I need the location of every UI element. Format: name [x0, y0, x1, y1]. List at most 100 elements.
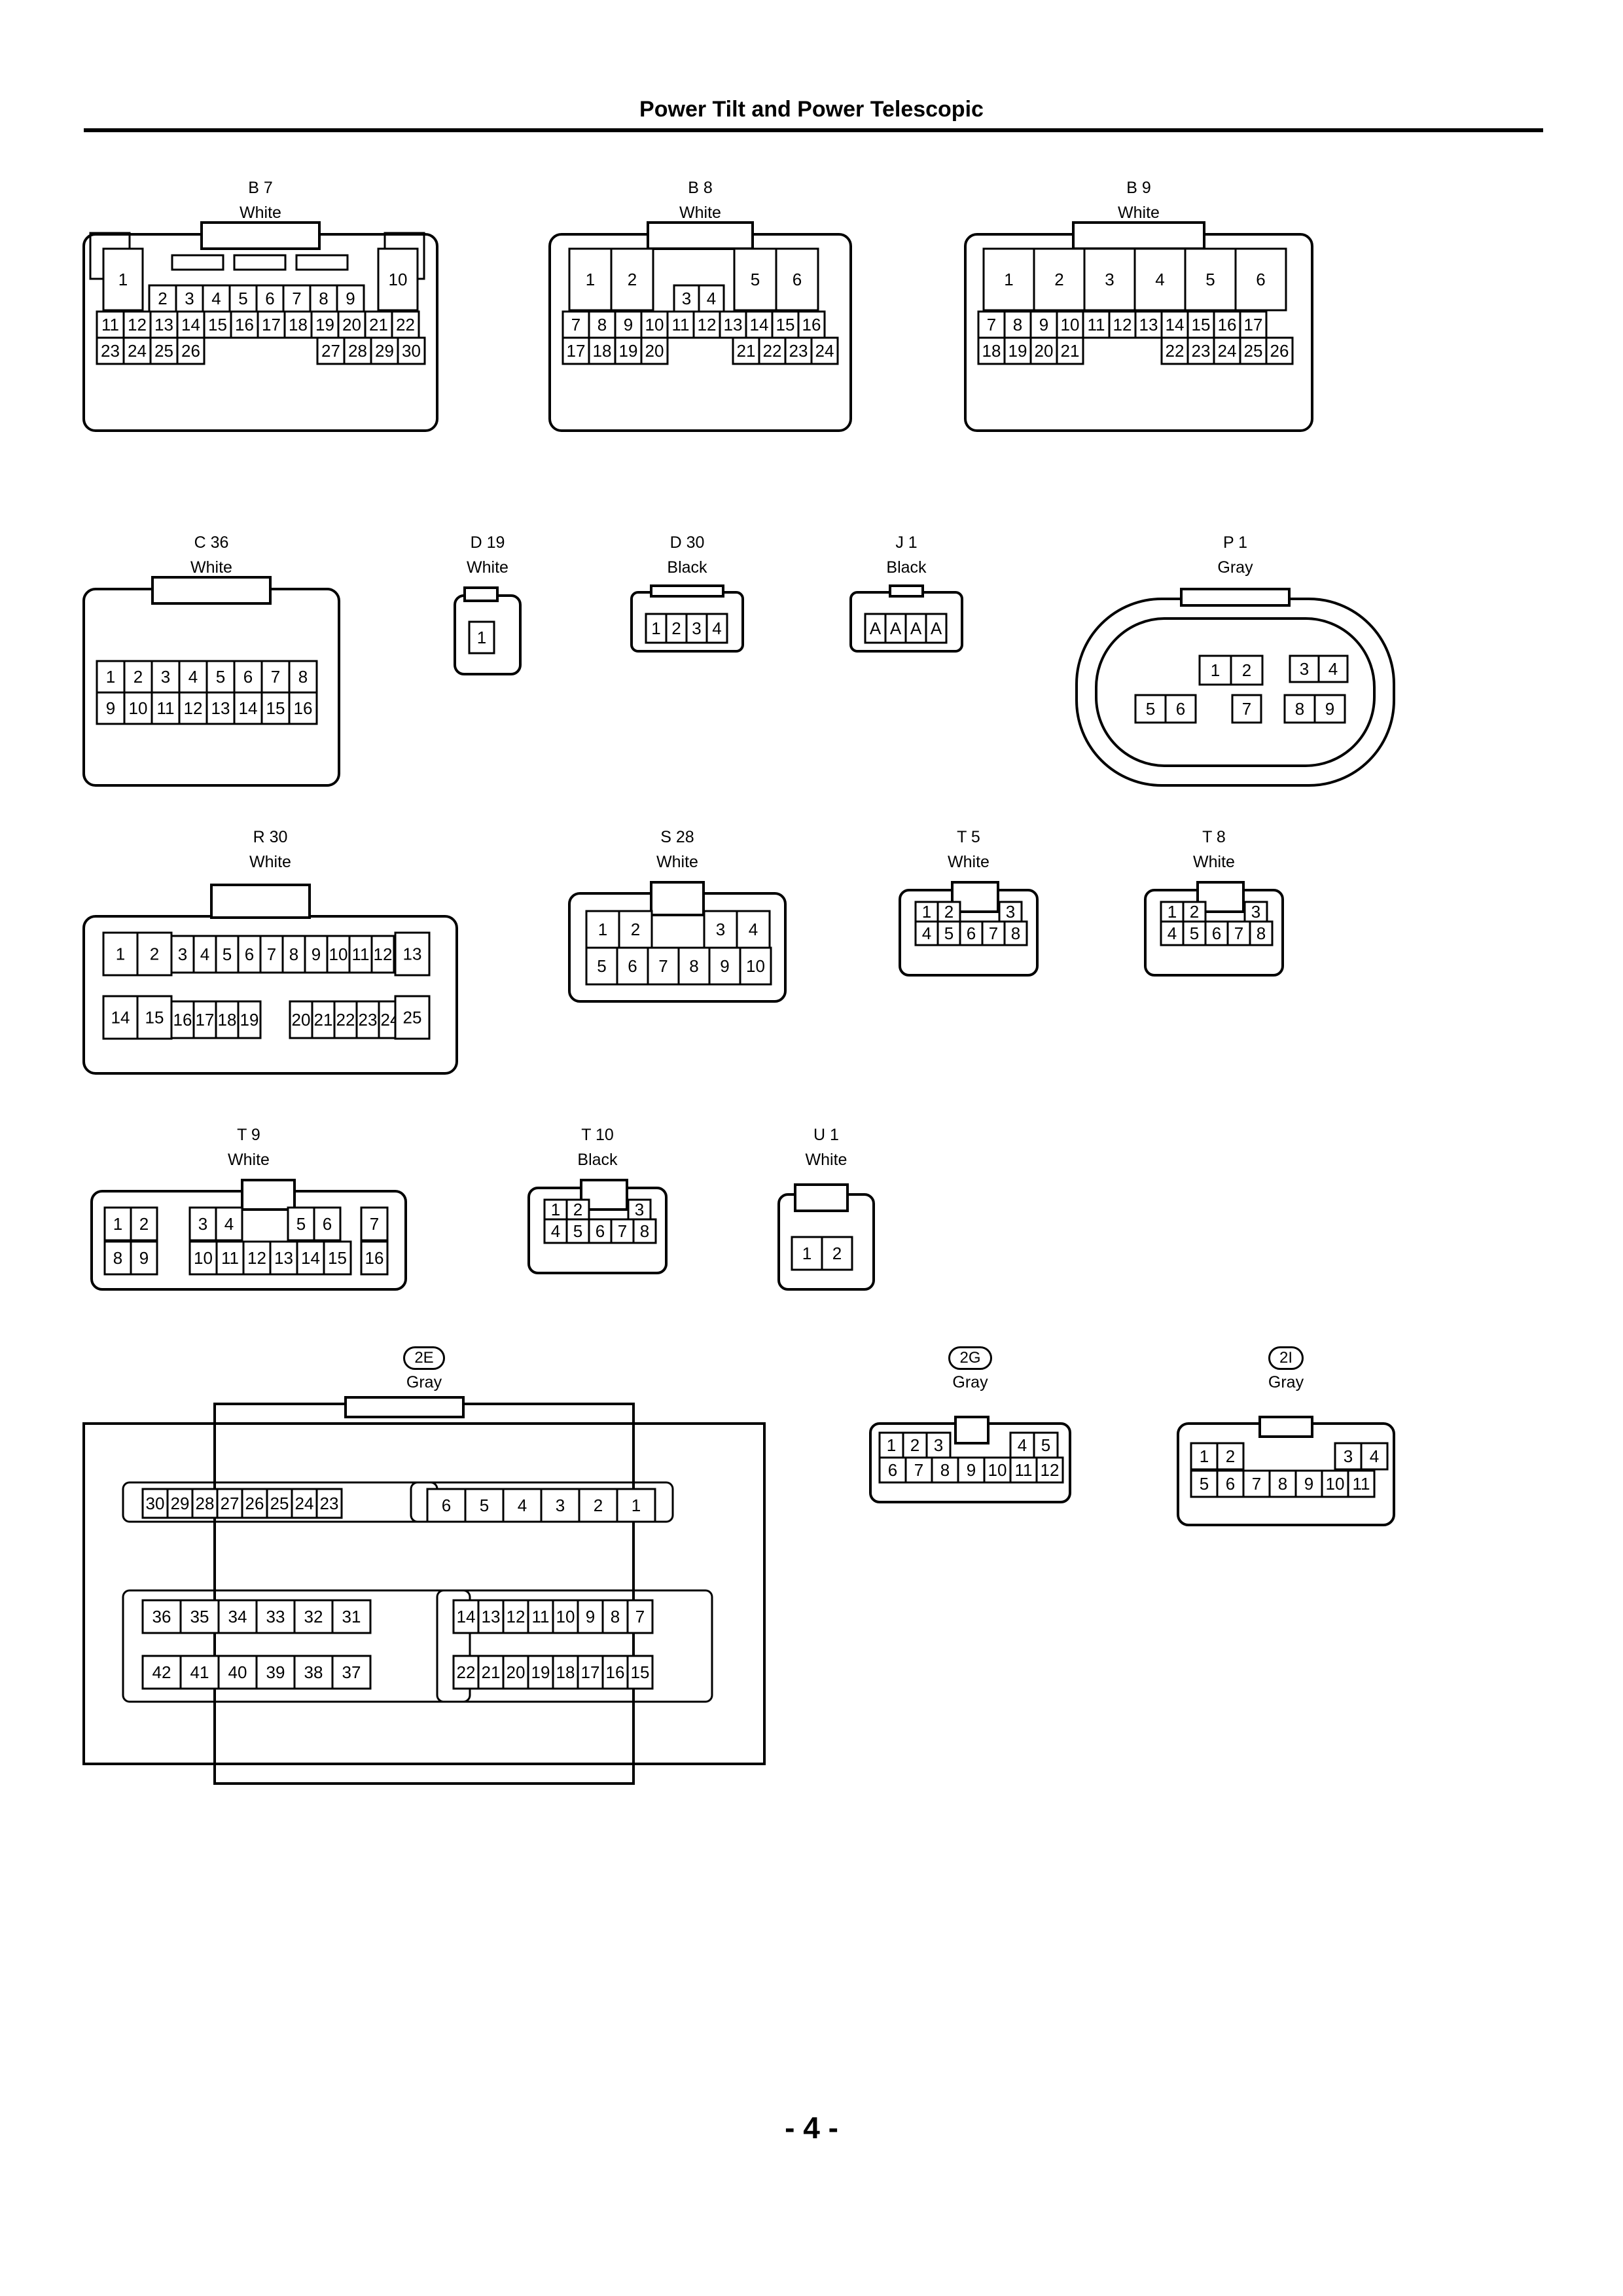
pin-number: 1: [632, 1496, 641, 1515]
pin-number: 28: [196, 1494, 215, 1513]
title-rule: [84, 128, 1543, 132]
connector-code: 2I: [1268, 1346, 1304, 1370]
pin-number: 8: [1011, 924, 1020, 943]
pin-r30-15: 15: [136, 995, 173, 1040]
connector-housing-inner: [1095, 617, 1376, 767]
pin-s28-10: 10: [739, 946, 772, 986]
pin-2e-2: 2: [578, 1488, 618, 1523]
pin-j1-A: A: [904, 613, 927, 644]
pin-2e-7: 7: [626, 1599, 654, 1634]
pin-number: 14: [750, 315, 769, 334]
pin-b7-13: 13: [149, 310, 179, 339]
pin-number: 1: [551, 1200, 560, 1219]
pin-number: 18: [556, 1662, 575, 1682]
pin-b8-5: 5: [733, 247, 777, 312]
pin-number: 36: [152, 1607, 171, 1626]
pin-number: 34: [228, 1607, 247, 1626]
pin-b7-10: 10: [377, 247, 419, 312]
pin-r30-16: 16: [170, 1000, 195, 1039]
pin-b7-1: 1: [102, 247, 144, 312]
pin-number: 5: [216, 667, 225, 687]
pin-2e-10: 10: [552, 1599, 579, 1634]
pin-number: 10: [988, 1460, 1007, 1480]
pin-t8-6: 6: [1204, 920, 1229, 946]
pin-number: 2: [1190, 902, 1199, 922]
pin-r30-6: 6: [237, 935, 262, 974]
pin-number: 11: [1353, 1474, 1370, 1494]
pin-j1-A: A: [864, 613, 887, 644]
pin-number: 2: [944, 902, 954, 922]
pin-number: 2: [832, 1244, 842, 1263]
pin-r30-8: 8: [281, 935, 306, 974]
pin-number: 12: [374, 944, 393, 964]
pin-number: 1: [477, 628, 486, 647]
pin-number: 14: [301, 1248, 320, 1268]
pin-number: 7: [1242, 699, 1251, 719]
pin-number: 10: [556, 1607, 575, 1626]
pin-t9-10: 10: [188, 1240, 218, 1276]
pin-number: 24: [1218, 341, 1237, 361]
page-number: - 4 -: [785, 2111, 838, 2145]
pin-number: 23: [359, 1010, 378, 1030]
pin-number: 18: [289, 315, 308, 334]
pin-number: 14: [239, 698, 258, 718]
pin-number: 8: [298, 667, 308, 687]
pin-number: 11: [157, 698, 175, 718]
pin-number: 37: [342, 1662, 361, 1682]
pin-number: 6: [596, 1221, 605, 1241]
pin-2g-4: 4: [1009, 1431, 1035, 1459]
pin-b8-15: 15: [771, 310, 800, 339]
pin-number: A: [870, 619, 882, 638]
pin-b8-18: 18: [588, 336, 616, 365]
pin-t5-2: 2: [936, 901, 961, 923]
pin-number: 11: [101, 315, 119, 334]
pin-number: 2: [134, 667, 143, 687]
pin-number: 4: [188, 667, 198, 687]
pin-number: 22: [763, 341, 782, 361]
pin-number: 9: [139, 1248, 149, 1268]
pin-2e-18: 18: [552, 1655, 579, 1690]
pin-number: 4: [200, 944, 209, 964]
pin-r30-17: 17: [192, 1000, 217, 1039]
pin-number: 25: [270, 1494, 289, 1513]
pin-number: 12: [128, 315, 147, 334]
pin-b7-25: 25: [149, 336, 179, 365]
pin-number: 17: [196, 1010, 215, 1030]
pin-2e-17: 17: [577, 1655, 604, 1690]
connector-code: S 28: [660, 828, 694, 846]
pin-2e-39: 39: [255, 1655, 296, 1690]
pin-number: 1: [106, 667, 115, 687]
pin-number: 6: [967, 924, 976, 943]
pin-number: 1: [586, 270, 595, 289]
pin-b7-15: 15: [203, 310, 232, 339]
pin-number: 3: [556, 1496, 565, 1515]
pin-number: 4: [707, 289, 716, 308]
pin-b9-1: 1: [982, 247, 1035, 312]
pin-c36-16: 16: [288, 691, 318, 725]
pin-number: A: [890, 619, 902, 638]
pin-number: 2: [631, 920, 640, 939]
connector-drawing-d19: 1: [454, 586, 522, 675]
pin-number: 8: [1013, 315, 1022, 334]
pin-b9-26: 26: [1265, 336, 1294, 365]
pin-2e-26: 26: [241, 1488, 268, 1519]
connector-code: J 1: [895, 533, 918, 552]
pin-number: 23: [320, 1494, 339, 1513]
pin-number: 7: [618, 1221, 627, 1241]
pin-number: 7: [267, 944, 276, 964]
pin-b7-23: 23: [96, 336, 125, 365]
pin-r30-21: 21: [311, 1000, 336, 1039]
pin-number: 19: [1008, 341, 1027, 361]
pin-t9-7: 7: [360, 1206, 389, 1242]
pin-number: 6: [1226, 1474, 1235, 1494]
pin-s28-1: 1: [585, 910, 620, 949]
pin-2e-16: 16: [601, 1655, 629, 1690]
